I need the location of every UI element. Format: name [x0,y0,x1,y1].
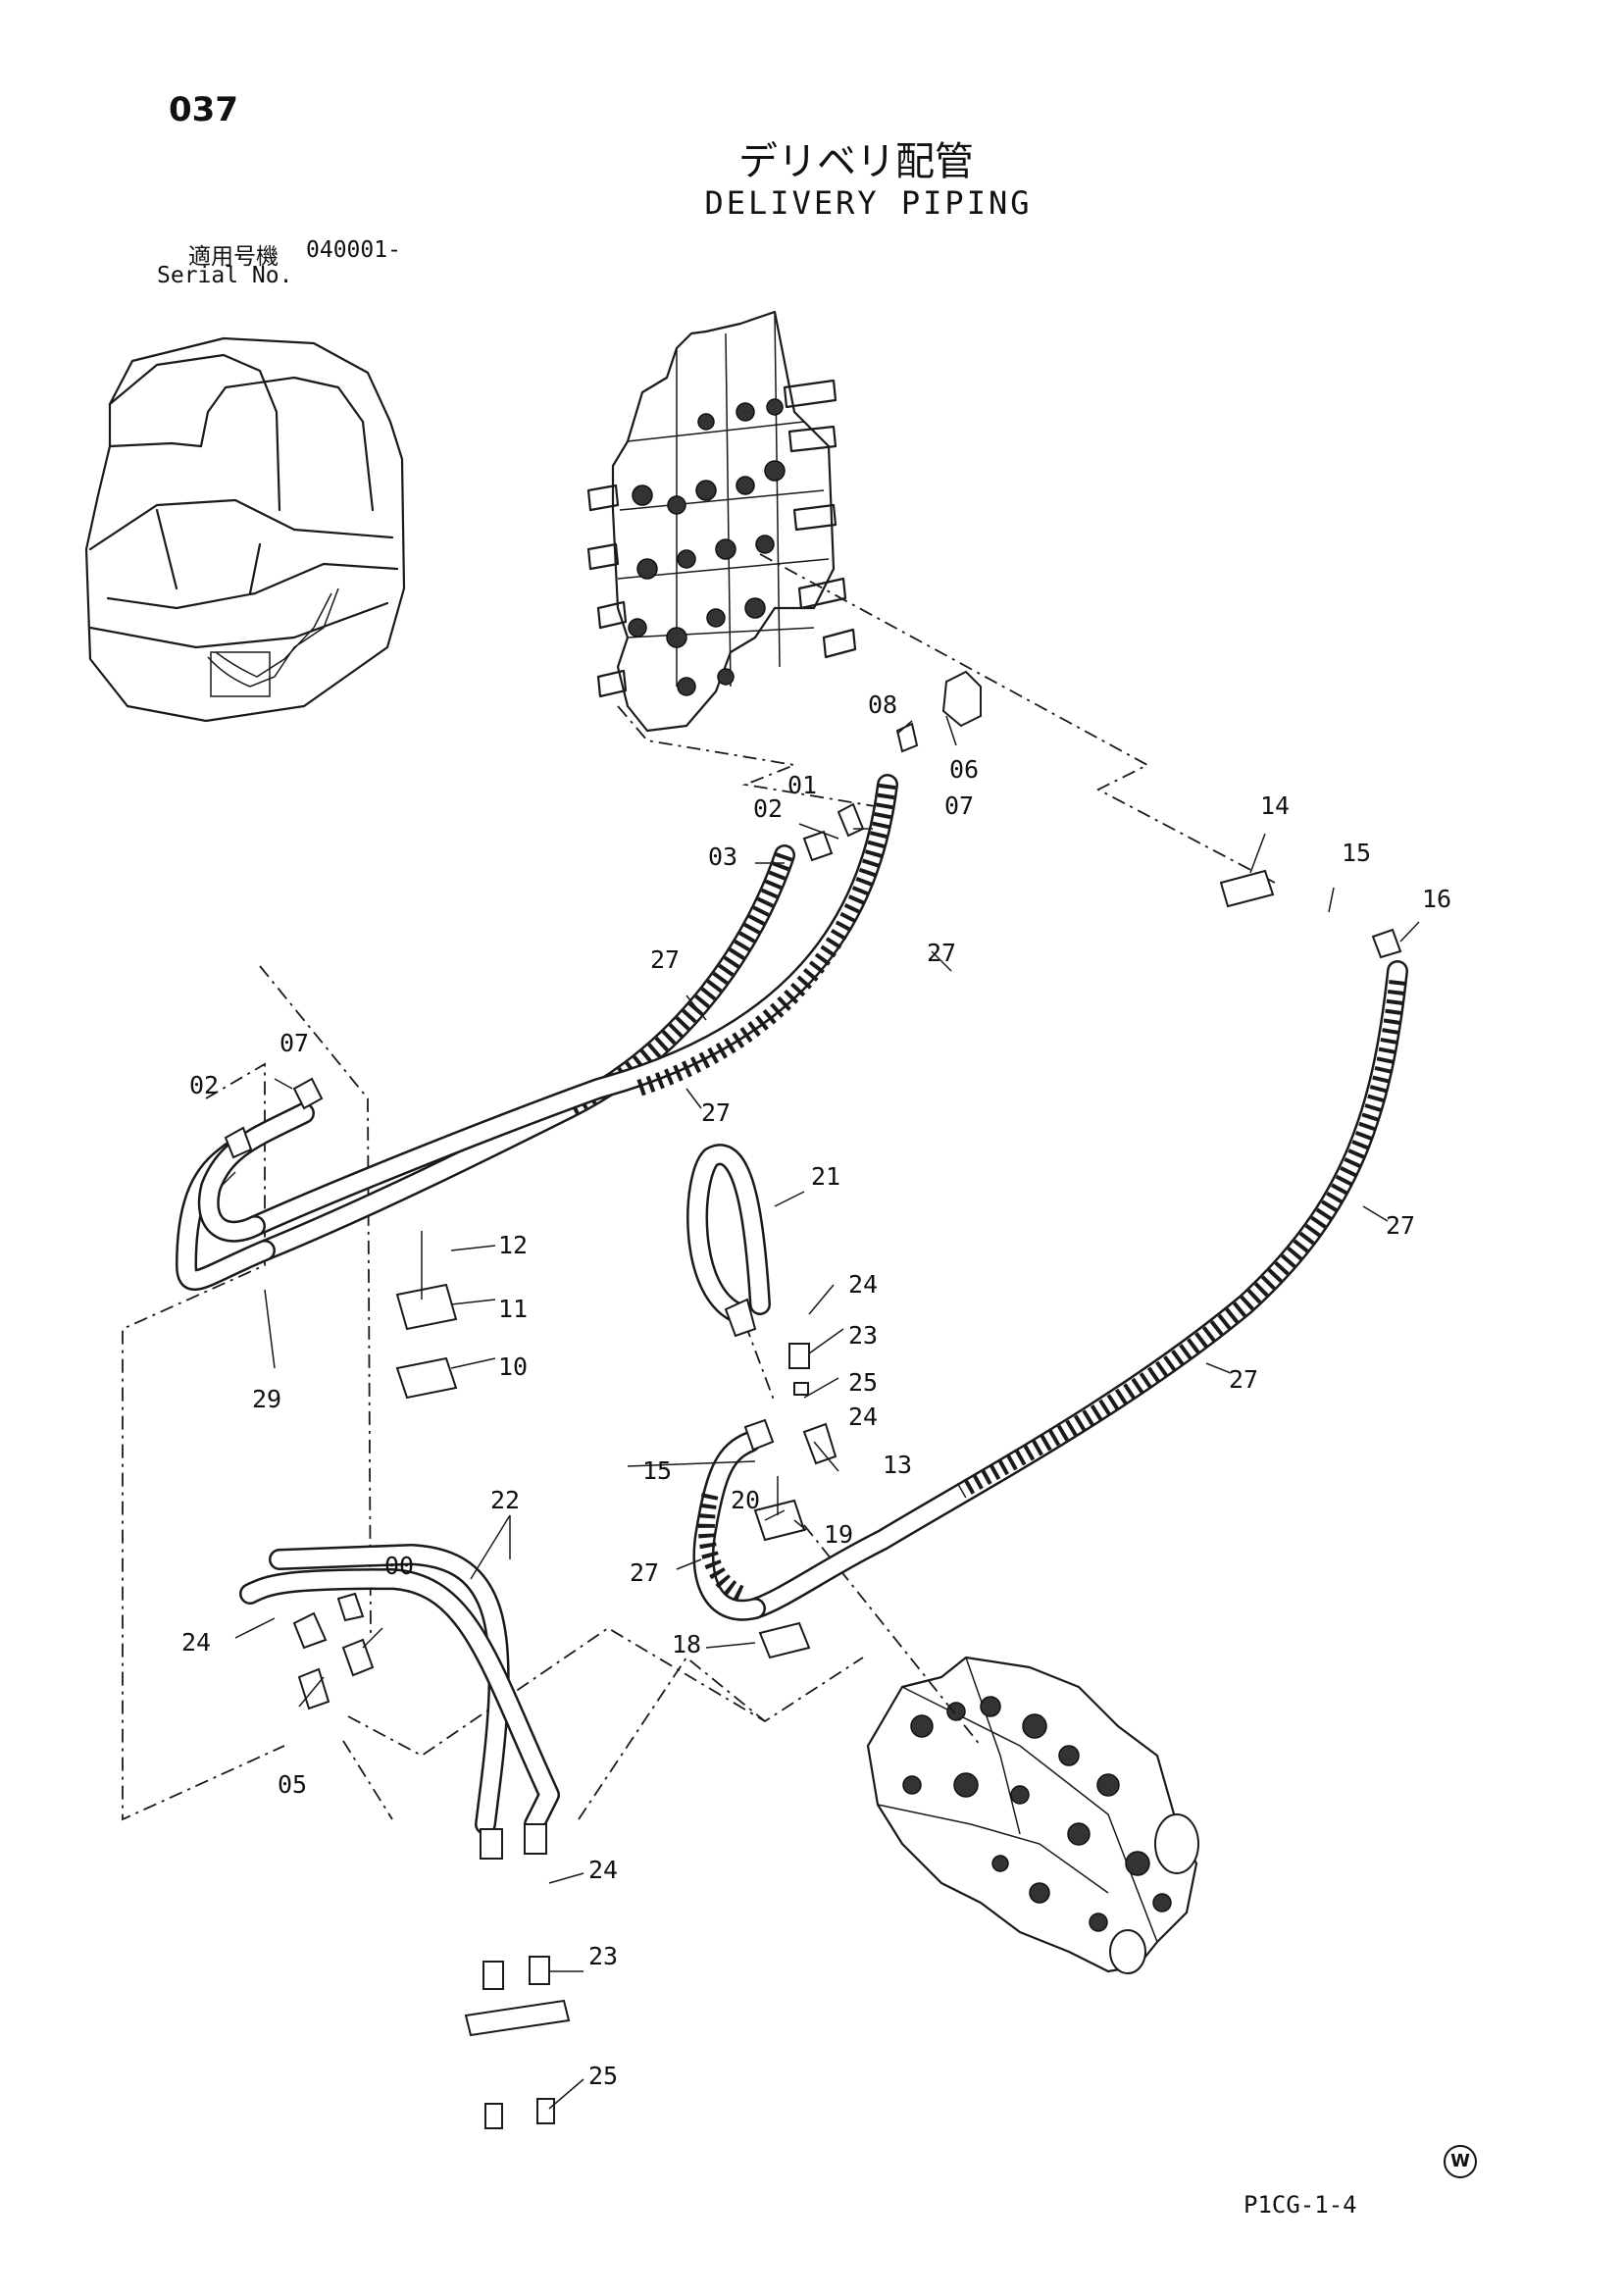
excavator-cab-illustration [84,336,406,723]
callout-11: 11 [498,1295,528,1323]
callout-13: 13 [883,1451,912,1479]
callout-27: 27 [1386,1211,1415,1240]
callout-00: 00 [384,1552,414,1580]
callout-01: 01 [787,771,817,799]
fittings [224,670,1402,2129]
callout-27: 27 [927,939,956,967]
page-number: 037 [169,90,238,129]
callout-15: 15 [1342,839,1371,867]
diagram-title: DELIVERY PIPING [704,184,1033,222]
callout-27: 27 [701,1098,731,1127]
manufacturer-mark: W [1444,2145,1477,2178]
callout-27: 27 [650,945,680,974]
callout-19: 19 [824,1520,853,1549]
callout-24: 24 [181,1628,211,1657]
callout-06: 06 [949,755,979,784]
callout-02: 02 [753,794,783,823]
callout-16: 16 [1422,885,1451,913]
callout-24: 24 [588,1856,618,1884]
callout-23: 23 [588,1942,618,1970]
callout-03: 03 [708,842,737,871]
callout-15: 15 [642,1456,672,1485]
callout-27: 27 [630,1558,659,1587]
callout-07: 07 [279,1029,309,1057]
callout-18: 18 [672,1630,701,1658]
callout-leaders [220,715,1420,2110]
callout-25: 25 [588,2062,618,2090]
callout-08: 08 [868,690,897,719]
callout-23: 23 [848,1321,878,1350]
callout-12: 12 [498,1231,528,1259]
callout-14: 14 [1260,791,1290,820]
callout-21: 21 [811,1162,840,1191]
diagram-title-japanese: デリベリ配管 [738,139,974,184]
callout-24: 24 [848,1403,878,1431]
serial-label-japanese: 適用号機 [188,244,279,270]
serial-number-value: 040001- [306,237,401,263]
callout-numbers: 00 01 02 02 03 05 06 07 07 08 10 11 12 1… [181,690,1451,2090]
callout-07: 07 [944,791,974,820]
assembly-leader-lines [122,553,1276,1821]
callout-29: 29 [252,1385,281,1413]
callout-20: 20 [731,1486,760,1514]
callout-10: 10 [498,1352,528,1381]
callout-24: 24 [848,1270,878,1299]
serial-label: Serial No. [157,263,293,288]
control-valve-illustration [586,310,857,733]
main-pump-illustration [866,1656,1199,1974]
callout-27: 27 [1229,1365,1258,1394]
drawing-code: P1CG-1-4 [1243,2191,1357,2219]
callout-25: 25 [848,1368,878,1397]
callout-02: 02 [189,1071,219,1099]
callout-22: 22 [490,1486,520,1514]
callout-05: 05 [278,1770,307,1799]
hose-assemblies [176,774,1408,1835]
